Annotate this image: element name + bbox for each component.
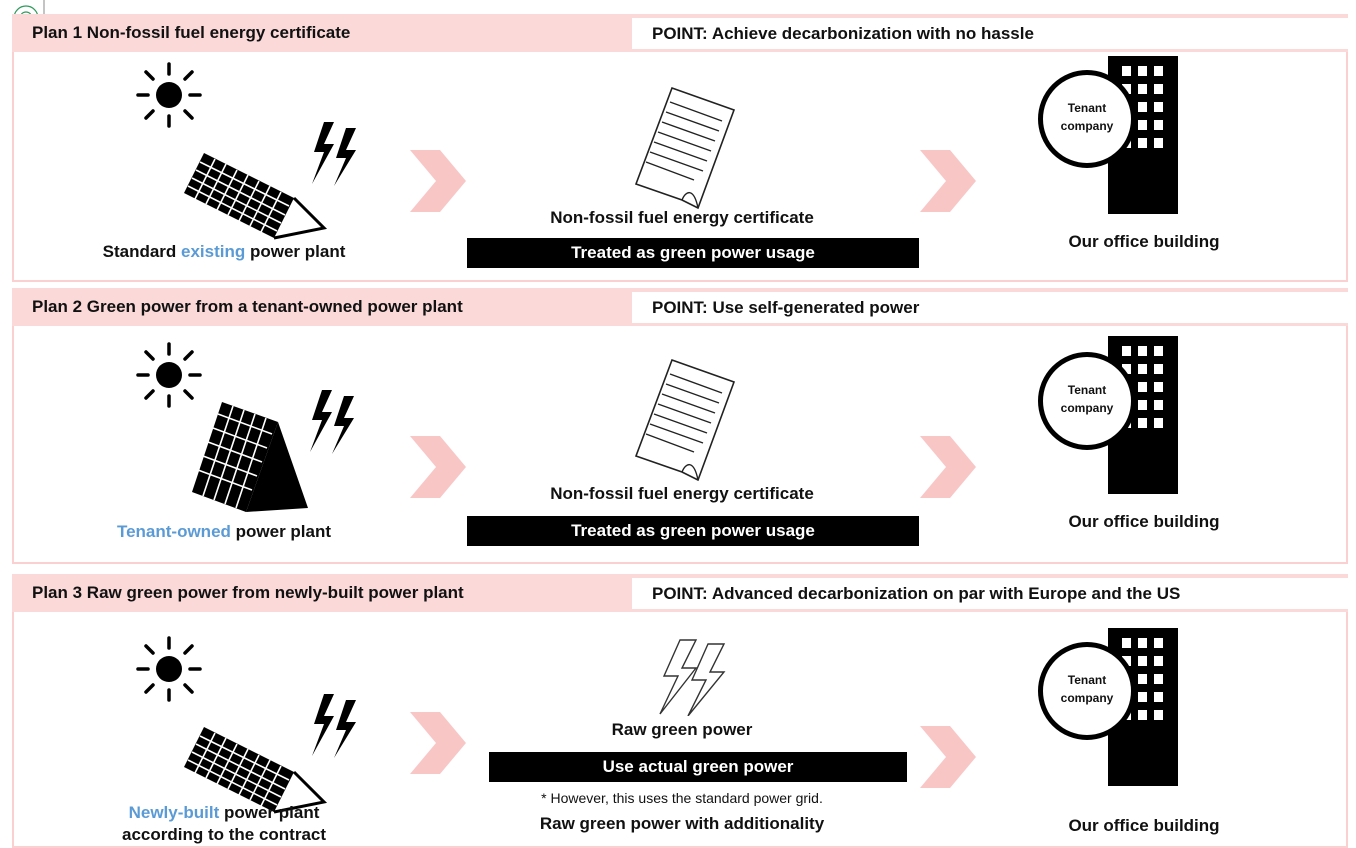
plan-title: Plan 3 Raw green power from newly-built … [32, 583, 464, 602]
point-box: POINT: Use self-generated power [632, 292, 1348, 323]
certificate-document-icon [634, 86, 736, 210]
circle-label-line1: Tenant [1067, 101, 1107, 115]
source-label-post: power plant [230, 522, 332, 541]
solar-panel-icon [192, 402, 308, 512]
lightning-outline-icon [659, 639, 726, 716]
circle-label-line1: Tenant [1067, 383, 1107, 397]
solar-panel-icon [184, 153, 328, 240]
source-label: Tenant-owned power plant [74, 522, 374, 542]
destination-label: Our office building [1068, 232, 1220, 251]
source-label-highlight: Newly-built [128, 803, 220, 822]
source-label: Newly-built power plant according to the… [74, 802, 374, 846]
middle-bar: Use actual green power [489, 752, 907, 782]
point-box: POINT: Achieve decarbonization with no h… [632, 18, 1348, 49]
plan-2: Plan 2 Green power from a tenant-owned p… [12, 288, 1348, 564]
plan-header: Plan 3 Raw green power from newly-built … [12, 574, 1348, 612]
circle-label-line1: Tenant [1067, 673, 1107, 687]
plan-3: Plan 3 Raw green power from newly-built … [12, 574, 1348, 848]
middle-bar: Treated as green power usage [467, 516, 919, 546]
chevron-right-arrow-icon [410, 436, 466, 498]
middle-label: Raw green power [611, 720, 753, 739]
plan-body: Standard existing power plant Non-fossil… [12, 52, 1348, 282]
circle-label-line2: company [1060, 691, 1114, 705]
sun-icon [136, 342, 202, 408]
source-label-pre: Standard [102, 242, 182, 261]
plan-body: Tenant-owned power plant Non-fossil fuel… [12, 326, 1348, 564]
middle-note: * However, this uses the standard power … [541, 790, 823, 806]
chevron-right-arrow-icon [920, 436, 976, 498]
point-box: POINT: Advanced decarbonization on par w… [632, 578, 1348, 609]
tenant-company-circle: Tenant company [1038, 70, 1136, 168]
certificate-document-icon [634, 358, 736, 482]
source-label: Standard existing power plant [74, 242, 374, 262]
middle-bar: Treated as green power usage [467, 238, 919, 268]
source-label-highlight: Tenant-owned [116, 522, 231, 541]
lightning-icon [310, 390, 354, 454]
plan-body: Newly-built power plant according to the… [12, 612, 1348, 848]
source-label-post: power plant [219, 803, 320, 822]
lightning-icon [312, 122, 356, 186]
plan-1: Plan 1 Non-fossil fuel energy certificat… [12, 14, 1348, 282]
tenant-company-circle: Tenant company [1038, 352, 1136, 450]
lightning-icon [312, 694, 356, 758]
circle-label-line2: company [1060, 401, 1114, 415]
tenant-company-circle: Tenant company [1038, 642, 1136, 740]
source-label-post: power plant [245, 242, 346, 261]
destination-label: Our office building [1068, 512, 1220, 531]
middle-label: Non-fossil fuel energy certificate [550, 484, 814, 503]
chevron-right-arrow-icon [920, 726, 976, 788]
source-label-line2: according to the contract [121, 825, 327, 844]
plan-header: Plan 1 Non-fossil fuel energy certificat… [12, 14, 1348, 52]
plan-title: Plan 1 Non-fossil fuel energy certificat… [32, 23, 351, 42]
plan-title: Plan 2 Green power from a tenant-owned p… [32, 297, 463, 316]
circle-label-line2: company [1060, 119, 1114, 133]
chevron-right-arrow-icon [410, 712, 466, 774]
source-label-highlight: existing [181, 242, 246, 261]
middle-sub-label: Raw green power with additionality [539, 814, 825, 833]
solar-panel-icon [184, 727, 328, 814]
middle-label: Non-fossil fuel energy certificate [550, 208, 814, 227]
plan-header: Plan 2 Green power from a tenant-owned p… [12, 288, 1348, 326]
chevron-right-arrow-icon [410, 150, 466, 212]
sun-icon [136, 636, 202, 702]
chevron-right-arrow-icon [920, 150, 976, 212]
sun-icon [136, 62, 202, 128]
destination-label: Our office building [1068, 816, 1220, 835]
